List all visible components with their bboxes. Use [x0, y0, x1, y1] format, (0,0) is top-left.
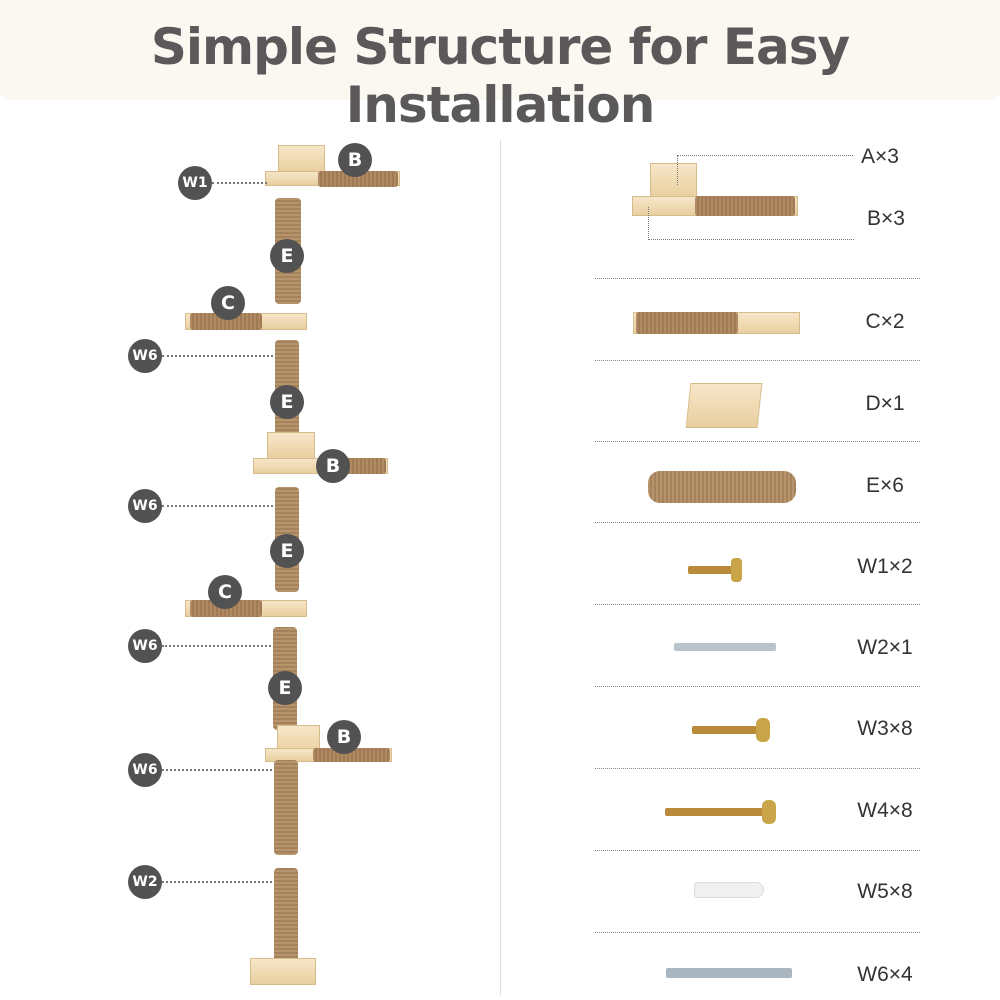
badge-w6: W6 — [128, 629, 162, 663]
post-e — [274, 760, 298, 855]
screw-head — [756, 718, 770, 742]
shelf-c-pad — [190, 313, 262, 330]
part-b-pad — [695, 196, 795, 216]
separator — [595, 360, 920, 361]
badge-b: B — [327, 720, 361, 754]
badge-c: C — [208, 575, 242, 609]
badge-e: E — [270, 534, 304, 568]
separator — [595, 441, 920, 442]
page-title: Simple Structure for Easy Installation — [150, 18, 850, 134]
badge-w1: W1 — [178, 166, 212, 200]
shelf-b-pad — [313, 748, 390, 762]
badge-e: E — [268, 671, 302, 705]
badge-w2: W2 — [128, 865, 162, 899]
part-label: D×1 — [865, 392, 905, 415]
separator — [595, 686, 920, 687]
leader-line — [162, 769, 276, 771]
part-label: A×3 — [861, 145, 899, 168]
part-c-pad — [636, 312, 738, 334]
part-label: W6×4 — [857, 963, 913, 986]
separator — [595, 768, 920, 769]
badge-b: B — [338, 143, 372, 177]
part-label: W5×8 — [857, 880, 913, 903]
separator — [595, 604, 920, 605]
badge-w6: W6 — [128, 339, 162, 373]
shelf-b-pad — [318, 171, 398, 187]
part-label: B×3 — [867, 207, 905, 230]
leader-line — [162, 881, 276, 883]
part-label: W3×8 — [857, 717, 913, 740]
part-label: W2×1 — [857, 636, 913, 659]
part-w3-screw — [692, 726, 758, 734]
post-e — [274, 868, 298, 968]
part-w6-rod — [666, 968, 792, 978]
divider — [500, 140, 501, 995]
leader-line — [162, 355, 277, 357]
part-label: E×6 — [866, 474, 904, 497]
screw-head — [731, 558, 742, 582]
badge-b: B — [316, 449, 350, 483]
leader-line — [162, 645, 275, 647]
leader-a — [677, 155, 853, 185]
part-w4-screw — [665, 808, 765, 816]
badge-w6: W6 — [128, 753, 162, 787]
badge-e: E — [270, 239, 304, 273]
leader-line — [212, 182, 267, 184]
badge-c: C — [211, 286, 245, 320]
shelf-b-bracket — [278, 145, 325, 173]
shelf-b-bracket — [267, 432, 315, 460]
part-label: C×2 — [865, 310, 905, 333]
part-w5-anchor — [694, 882, 764, 898]
leader-b — [648, 207, 854, 240]
separator — [595, 932, 920, 933]
badge-w6: W6 — [128, 489, 162, 523]
part-label: W4×8 — [857, 799, 913, 822]
separator — [595, 278, 920, 279]
screw-head — [762, 800, 776, 824]
separator — [595, 522, 920, 523]
part-w2-rod — [674, 643, 776, 651]
leader-line — [162, 505, 277, 507]
header-banner: Simple Structure for Easy Installation — [0, 0, 1000, 134]
part-d — [685, 383, 763, 428]
badge-e: E — [270, 385, 304, 419]
base-d — [250, 958, 316, 985]
part-e — [648, 471, 796, 503]
part-w1-screw — [688, 566, 732, 574]
separator — [595, 850, 920, 851]
part-label: W1×2 — [857, 555, 913, 578]
